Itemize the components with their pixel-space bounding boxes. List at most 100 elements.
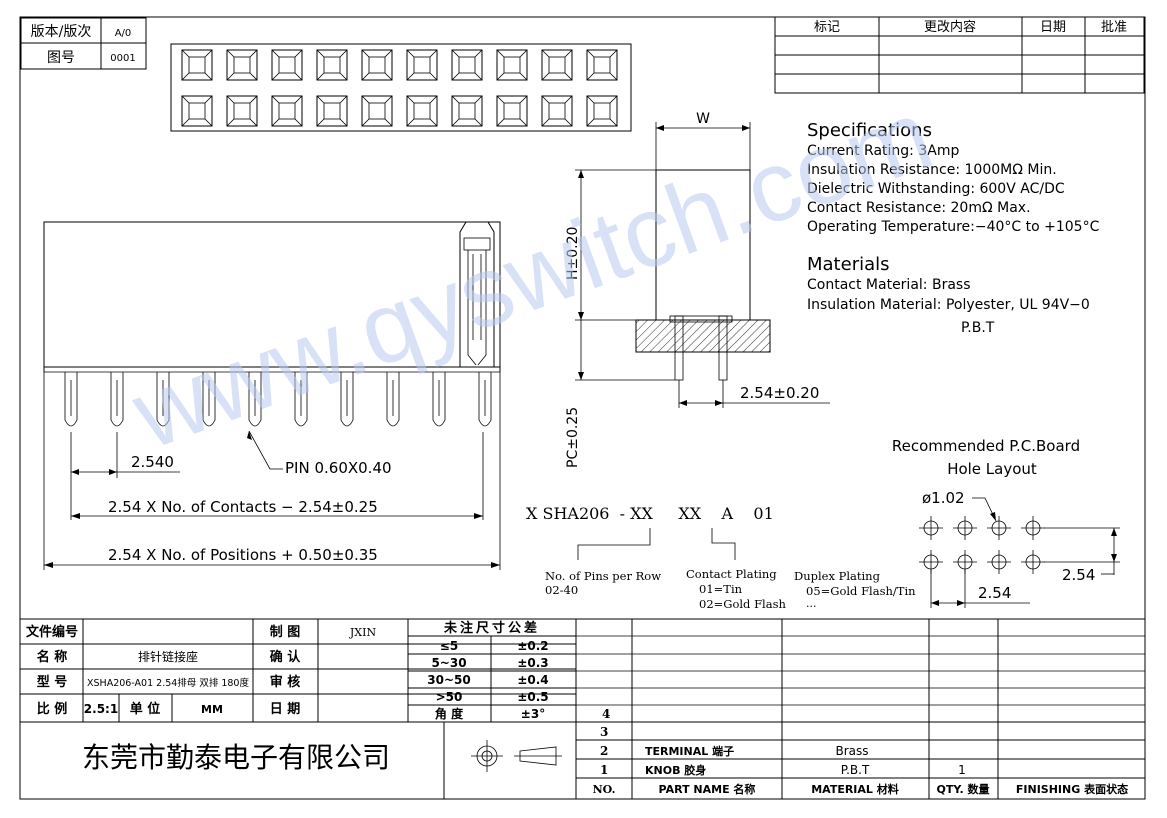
date-label: 日 期 xyxy=(270,702,301,717)
specifications-heading: Specifications xyxy=(807,120,932,141)
top-view xyxy=(170,43,632,132)
part-number-code: X SHA206 - XX XX A 01 xyxy=(526,504,774,523)
top-view-pin-cell xyxy=(586,95,618,127)
side-view: W H±0.20 PC±0.25 2.54±0.20 xyxy=(565,111,830,468)
bom-header-material: MATERIAL 材料 xyxy=(811,782,899,796)
bom-row-material-1: P.B.T xyxy=(841,763,870,777)
top-view-pin-cell xyxy=(586,49,618,81)
pitch-front-label: 2.540 xyxy=(131,453,174,471)
spec-line-2: Insulation Resistance: 1000MΩ Min. xyxy=(807,162,1057,178)
tol-range-3: 30~50 xyxy=(427,673,470,687)
front-view-pin xyxy=(432,372,446,427)
top-view-pin-cell xyxy=(406,49,438,81)
bom-row-no-2: 2 xyxy=(600,744,608,758)
contact-plating-label: Contact Plating xyxy=(686,567,777,581)
pcb-hole xyxy=(987,516,1011,540)
spec-line-3: Dielectric Withstanding: 600V AC/DC xyxy=(807,181,1065,197)
front-view-pin xyxy=(156,372,170,427)
review-label: 审 核 xyxy=(270,674,301,690)
bom-header-no: NO. xyxy=(593,783,616,796)
contact-plating-opt2: 02=Gold Flash xyxy=(699,597,786,611)
drawing-frame xyxy=(19,16,1146,800)
pcb-hole xyxy=(987,550,1011,574)
contact-plating-opt1: 01=Tin xyxy=(699,582,743,596)
top-view-pin-cell xyxy=(226,49,258,81)
pcb-hole-layout: Recommended P.C.Board Hole Layout ø1.02 … xyxy=(892,437,1120,608)
version-box: 版本/版次 A/0 图号 0001 xyxy=(20,17,147,70)
pcb-hole-grid xyxy=(919,516,1045,574)
front-view-pin xyxy=(64,372,78,427)
bom-row-part-2: TERMINAL 端子 xyxy=(645,744,734,758)
top-view-pin-cell xyxy=(271,95,303,127)
version-label: 版本/版次 xyxy=(31,24,92,40)
bom-header-part: PART NAME 名称 xyxy=(659,782,756,796)
tol-range-2: 5~30 xyxy=(431,656,466,670)
name-label: 名 称 xyxy=(37,649,68,665)
bom-row-no-4: 4 xyxy=(602,707,610,721)
drawing-no-value: 0001 xyxy=(110,53,135,64)
front-view-pin xyxy=(202,372,216,427)
positions-length-label: 2.54 X No. of Positions + 0.50±0.35 xyxy=(108,546,378,564)
top-view-pin-cell xyxy=(361,49,393,81)
pcb-hole xyxy=(919,516,943,540)
bom-row-no-1: 1 xyxy=(600,763,608,777)
version-value: A/0 xyxy=(115,28,132,39)
top-view-pin-cell xyxy=(541,49,573,81)
width-label: W xyxy=(696,111,710,127)
front-view-pin xyxy=(340,372,354,427)
material-line-3: P.B.T xyxy=(961,320,995,336)
pc-label: PC±0.25 xyxy=(565,407,581,468)
pcb-hole xyxy=(953,516,977,540)
duplex-plating-label: Duplex Plating xyxy=(794,569,881,583)
drawing-no-label: 图号 xyxy=(47,50,75,66)
hole-diameter-label: ø1.02 xyxy=(922,489,965,507)
scale-value: 2.5:1 xyxy=(84,702,118,716)
front-view-pin xyxy=(294,372,308,427)
top-view-pin-cell xyxy=(541,95,573,127)
unit-label: 单 位 xyxy=(130,701,161,717)
pcb-pitch-v-label: 2.54 xyxy=(1062,566,1095,584)
scale-label: 比 例 xyxy=(37,701,68,717)
draw-label: 制 图 xyxy=(270,624,301,640)
info-table: 文件编号 名 称 排针链接座 型 号 XSHA206-A01 2.54排母 双排… xyxy=(20,618,1145,799)
tol-value-5: ±3° xyxy=(521,707,545,721)
top-view-pin-cell xyxy=(316,95,348,127)
name-value: 排针链接座 xyxy=(138,649,198,664)
model-value: XSHA206-A01 2.54排母 双排 180度 xyxy=(87,677,249,689)
unit-value: MM xyxy=(201,703,223,716)
file-no-label: 文件编号 xyxy=(26,624,78,640)
front-view-pin xyxy=(110,372,124,427)
front-view-pin xyxy=(478,372,492,427)
spec-line-4: Contact Resistance: 20mΩ Max. xyxy=(807,200,1031,216)
spec-line-1: Current Rating: 3Amp xyxy=(807,143,959,159)
top-view-pin-cell xyxy=(451,49,483,81)
spec-line-5: Operating Temperature:−40°C to +105°C xyxy=(807,219,1100,235)
bom-row-qty-1: 1 xyxy=(958,763,966,777)
top-view-pin-cell xyxy=(451,95,483,127)
front-view-pin xyxy=(386,372,400,427)
tol-value-3: ±0.4 xyxy=(517,673,548,687)
material-line-2: Insulation Material: Polyester, UL 94V−0 xyxy=(807,297,1090,313)
front-view-pin-row xyxy=(64,372,492,427)
rev-header-mark: 标记 xyxy=(814,20,840,35)
side-pitch-label: 2.54±0.20 xyxy=(740,384,819,402)
draw-value: JXIN xyxy=(349,626,377,639)
tol-value-2: ±0.3 xyxy=(517,656,548,670)
model-label: 型 号 xyxy=(37,674,68,690)
part-number-breakdown: X SHA206 - XX XX A 01 No. of Pins per Ro… xyxy=(526,504,916,611)
tol-range-1: ≤5 xyxy=(440,639,458,653)
front-view-pin xyxy=(248,372,262,427)
specifications-block: Specifications Current Rating: 3Amp Insu… xyxy=(807,120,1100,336)
tol-range-5: 角 度 xyxy=(435,706,464,721)
top-view-pin-cell xyxy=(271,49,303,81)
pins-range: 02-40 xyxy=(545,583,578,597)
top-view-pin-cell xyxy=(496,95,528,127)
rev-header-content: 更改内容 xyxy=(924,19,976,35)
bom-header-qty: QTY. 数量 xyxy=(936,782,989,796)
pin-size-label: PIN 0.60X0.40 xyxy=(285,459,392,477)
top-view-pin-cell xyxy=(361,95,393,127)
top-view-pin-cell xyxy=(226,95,258,127)
top-view-pin-cell xyxy=(496,49,528,81)
contacts-length-label: 2.54 X No. of Contacts − 2.54±0.25 xyxy=(108,498,378,516)
